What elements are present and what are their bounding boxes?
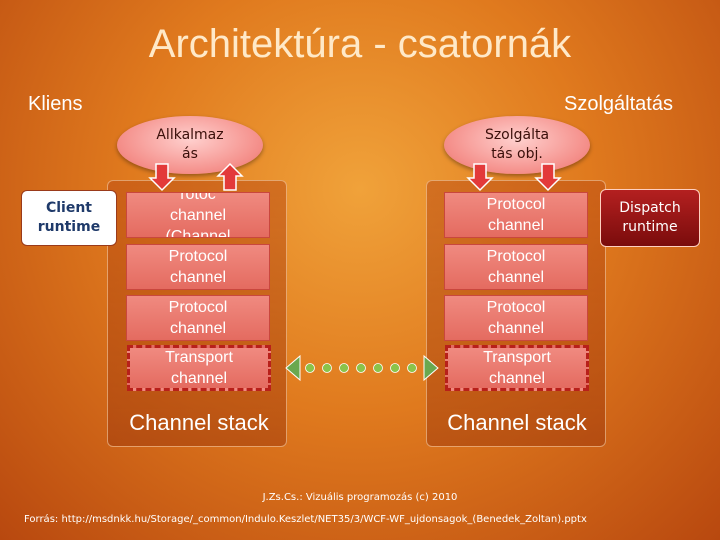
right-arrowhead-icon [423,354,439,382]
footer-credit: J.Zs.Cs.: Vizuális programozás (c) 2010 [262,492,458,503]
down-arrow-icon [534,163,562,192]
client-transport-channel: Transport channel [127,345,271,391]
service-label: Szolgáltatás [564,93,673,115]
up-arrow-icon [216,162,244,191]
client-protocol-channel: Protocol channel [126,244,270,290]
down-arrow-icon [148,163,176,192]
client-runtime-box: Client runtime [21,190,117,246]
service-object-ellipse: Szolgálta tás obj. [444,116,590,174]
slide-title: Architektúra - csatornák [148,22,572,66]
left-arrowhead-icon [285,354,301,382]
service-protocol-channel: Protocol channel [444,192,588,238]
client-application-ellipse: Allkalmaz ás [117,116,263,174]
client-stack-label: Channel stack [129,410,269,435]
footer-source: Forrás: http://msdnkk.hu/Storage/_common… [24,514,587,525]
service-transport-channel: Transport channel [445,345,589,391]
service-stack-label: Channel stack [447,410,587,435]
client-protocol-channel: rotoc channel (Channel [126,192,270,238]
dispatch-runtime-box: Dispatch runtime [600,189,700,247]
down-arrow-icon [466,163,494,192]
service-protocol-channel: Protocol channel [444,295,588,341]
service-protocol-channel: Protocol channel [444,244,588,290]
client-protocol-channel: Protocol channel [126,295,270,341]
transport-dots [305,363,417,373]
client-label: Kliens [28,93,83,115]
